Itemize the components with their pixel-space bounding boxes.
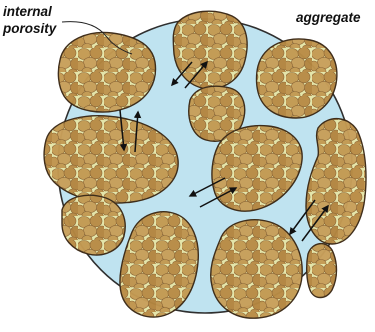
label-internal-porosity-line1: internal (3, 4, 52, 19)
aggregate-lower-left (62, 195, 125, 255)
aggregate-bottom-right (307, 244, 337, 298)
aggregate-top-left (58, 32, 155, 112)
aggregate-bottom-center (211, 220, 302, 318)
label-internal-porosity-line2: porosity (2, 21, 58, 36)
label-aggregate: aggregate (296, 10, 361, 25)
aggregate-top-center (173, 11, 247, 89)
aggregate-top-right (257, 39, 337, 118)
